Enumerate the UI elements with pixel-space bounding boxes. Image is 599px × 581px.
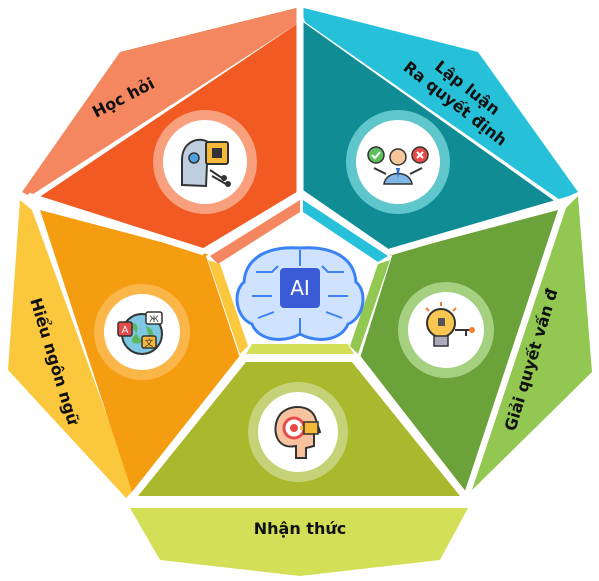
icon-circle-giai-quyet xyxy=(398,282,494,378)
segment-lap-luan xyxy=(300,7,578,250)
segment-hoc-hoi xyxy=(22,7,300,250)
hieu-ngon-ngu-outer-band xyxy=(8,200,134,498)
lightbulb-key-icon xyxy=(425,302,475,347)
icon-circle-hoc-hoi xyxy=(153,110,257,214)
nhan-thuc-outer-band xyxy=(130,508,468,576)
label-nhan-thuc: Nhận thức xyxy=(254,519,346,538)
decision-person-icon xyxy=(367,146,429,185)
icon-circle-hieu-ngon-ngu: A Ж 文 xyxy=(94,284,190,380)
svg-text:A: A xyxy=(122,325,129,336)
robot-head-chip-icon xyxy=(181,138,231,188)
icon-circle-nhan-thuc xyxy=(248,382,348,482)
ai-label: AI xyxy=(290,276,310,300)
inner-band-giai-quyet xyxy=(350,260,390,354)
svg-text:Ж: Ж xyxy=(149,315,159,325)
inner-band-hoc-hoi xyxy=(210,200,300,264)
giai-quyet-outer-band xyxy=(462,196,592,500)
ai-chip xyxy=(280,268,320,308)
translate-globe-icon: A Ж 文 xyxy=(117,311,163,355)
inner-band-nhan-thuc xyxy=(246,344,354,354)
lap-luan-outer-band xyxy=(300,7,578,200)
head-target-icon xyxy=(274,406,322,459)
svg-text:文: 文 xyxy=(144,337,153,349)
hoc-hoi-outer-band xyxy=(22,7,300,196)
icon-circle-lap-luan xyxy=(346,110,450,214)
inner-band-lap-luan xyxy=(303,200,388,262)
separators xyxy=(26,4,569,503)
ai-brain-icon: AI xyxy=(235,246,365,341)
inner-band-hieu-ngon-ngu xyxy=(208,260,248,354)
